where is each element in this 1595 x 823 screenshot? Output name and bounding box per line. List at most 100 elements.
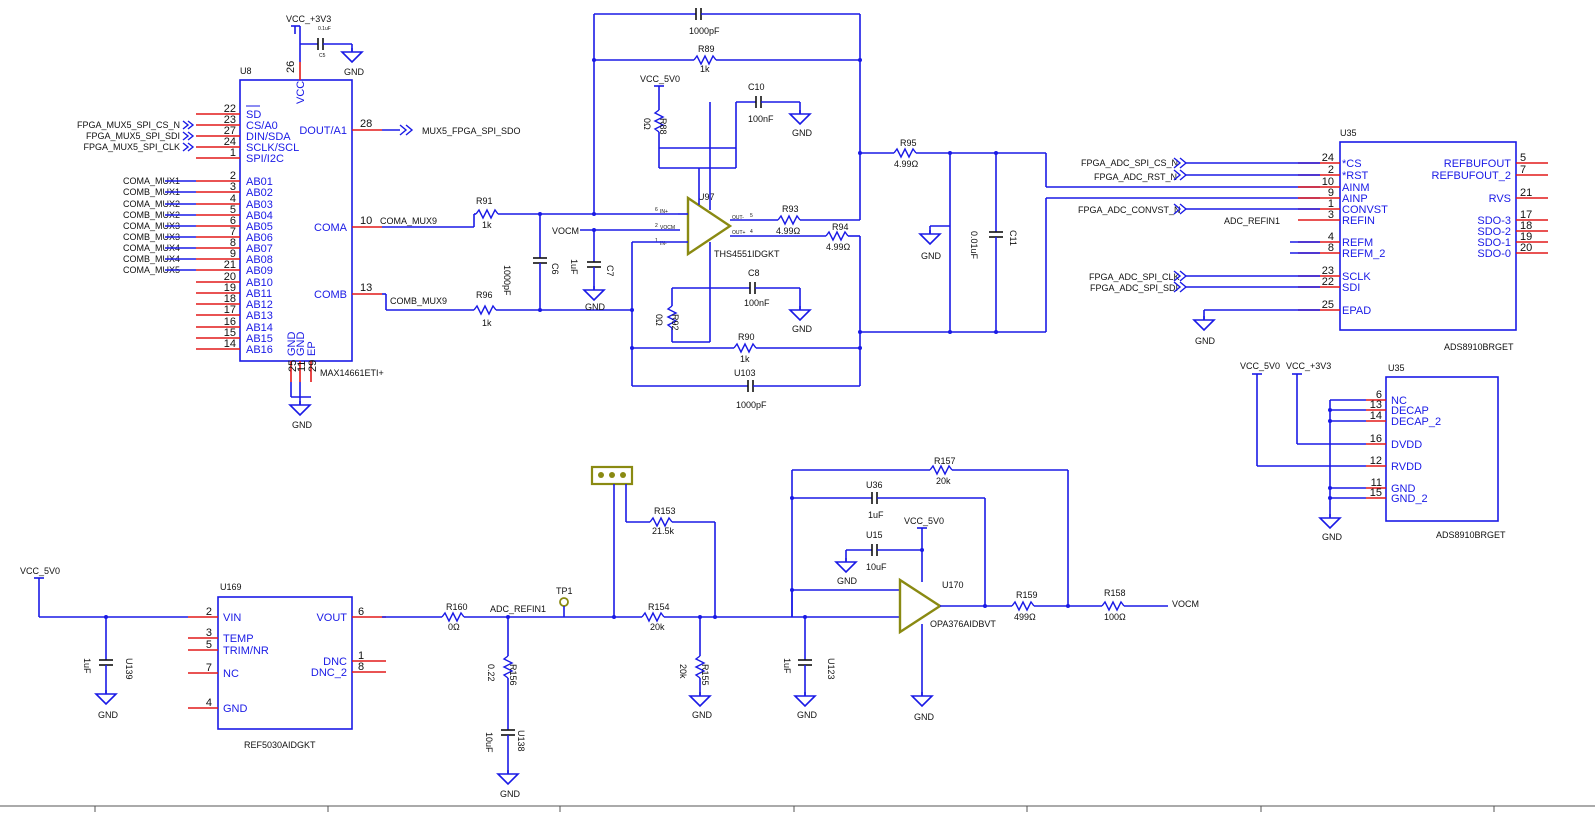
r88-ref: R88 — [658, 118, 668, 135]
adc-right-pin-label: REFBUFOUT_2 — [1432, 170, 1511, 182]
opa376-part: OPA376AIDBVT — [930, 619, 996, 629]
u36-ref: U36 — [866, 480, 883, 490]
ctop-value: 1000pF — [689, 26, 720, 36]
u15-value: 10uF — [866, 562, 887, 572]
u8-net-label: COMA_MUX3 — [123, 221, 180, 231]
u8-pin-num: 2 — [230, 170, 236, 182]
u8-net-label: COMA_MUX5 — [123, 265, 180, 275]
ths-pin-4: 4 — [750, 229, 753, 235]
adc-right-pin-num: 5 — [1520, 152, 1526, 164]
u103-ref: U103 — [734, 368, 756, 378]
u8-ref: U8 — [240, 66, 252, 76]
ths-pin-6: 6 — [655, 207, 658, 213]
r94-ref: R94 — [832, 222, 849, 232]
ths-in-p-label: IN+ — [660, 209, 668, 215]
adc-pwr-pin-num: 6 — [1376, 389, 1382, 401]
u8-bottom-label: GND — [295, 332, 307, 357]
ths4551-opamp — [686, 195, 733, 257]
r159-value: 499Ω — [1014, 612, 1036, 622]
ths-pin-1: 1 — [655, 238, 658, 244]
u8-net-label: COMA_MUX1 — [123, 176, 180, 186]
u170-ref: U170 — [942, 580, 964, 590]
c5-value: 0.1uF — [318, 26, 331, 32]
r96-ref: R96 — [476, 290, 493, 300]
r92-ref: R92 — [670, 314, 680, 331]
u8-pin-label: AB11 — [246, 288, 272, 300]
tp1-testpoint[interactable] — [559, 597, 569, 607]
ref-right-pin-num: 8 — [358, 661, 364, 673]
r91-value: 1k — [482, 220, 492, 230]
u8-pin-label: AB10 — [246, 277, 273, 289]
adc-pin-label: AINM — [1342, 182, 1370, 194]
adc-pin-num: 2 — [1328, 164, 1334, 176]
u8-pin-label: DIN/SDA — [246, 131, 291, 143]
u8-pin-num: 22 — [224, 103, 236, 115]
r156-value: 0.22 — [486, 664, 496, 682]
ref5030-body — [217, 596, 353, 730]
u8-pin-num: 23 — [224, 114, 236, 126]
u8-bottom-label: EP — [306, 341, 318, 356]
gnd-label-u15: GND — [837, 576, 858, 586]
adc-pwr-pin-num: 15 — [1370, 487, 1382, 499]
gnd-label-c5: GND — [344, 67, 365, 77]
adc-pin-label: REFM_2 — [1342, 248, 1385, 260]
r91-ref: R91 — [476, 196, 493, 206]
adc-pin-label: REFIN — [1342, 215, 1375, 227]
u8-net-label: COMB_MUX2 — [123, 210, 180, 220]
adc-pin-label: *RST — [1342, 170, 1369, 182]
u8-vcc-label: VCC — [295, 81, 307, 104]
c7-ref: C7 — [605, 265, 615, 277]
r154-ref: R154 — [648, 602, 670, 612]
adc-pwr-pin-label: GND — [1391, 483, 1416, 495]
c11-ref: C11 — [1008, 230, 1018, 246]
adc-part: ADS8910BRGET — [1444, 342, 1514, 352]
r89-ref: R89 — [698, 44, 715, 54]
gnd-label-opa: GND — [914, 712, 935, 722]
adc-net-sdi: FPGA_ADC_SPI_SDI — [1090, 283, 1178, 293]
adc-net-rst: FPGA_ADC_RST_N — [1094, 172, 1177, 182]
u8-pin-label: AB12 — [246, 299, 273, 311]
adc-pwr-pin-num: 12 — [1370, 455, 1382, 467]
adc-pin-label: CONVST — [1342, 204, 1388, 216]
adc-pwr-pin-label: DVDD — [1391, 439, 1422, 451]
gnd-label-adc: GND — [1195, 336, 1216, 346]
u123-value: 1uF — [782, 658, 792, 674]
adc-right-pin-label: SDO-1 — [1477, 237, 1511, 249]
u15-ref: U15 — [866, 530, 883, 540]
adc-pin-label: REFM — [1342, 237, 1373, 249]
adc-net-cs: FPGA_ADC_SPI_CS_N — [1081, 158, 1178, 168]
vcc-3v3-label: VCC_+3V3 — [286, 14, 331, 24]
u8-pin-label: AB04 — [246, 210, 273, 222]
u8-right-pin-label: DOUT/A1 — [299, 125, 347, 137]
u8-bottom-num: 11 — [296, 361, 308, 372]
u8-pin-num: 5 — [230, 204, 236, 216]
c10-ref: C10 — [748, 82, 765, 92]
u8-net-label: COMA_MUX2 — [123, 199, 180, 209]
u8-right-pin-num: 13 — [360, 282, 372, 294]
r155-value: 20k — [678, 664, 688, 679]
adc-pwr-pin-label: DECAP — [1391, 405, 1429, 417]
adc-pin-num: 1 — [1328, 198, 1334, 210]
c8-ref: C8 — [748, 268, 760, 278]
u8-pin-num: 19 — [224, 282, 236, 294]
r89-value: 1k — [700, 64, 710, 74]
u139-value: 1uF — [82, 658, 92, 674]
u8-pin-label: SD — [246, 109, 261, 121]
adc-pin-num: 3 — [1328, 209, 1334, 221]
u139-ref: U139 — [124, 658, 134, 680]
vcc-5v0-ths: VCC_5V0 — [640, 74, 680, 84]
r96-value: 1k — [482, 318, 492, 328]
u123-ref: U123 — [826, 658, 836, 680]
u8-pin-label: AB13 — [246, 310, 273, 322]
r154-value: 20k — [650, 622, 665, 632]
adc-pin-num: 4 — [1328, 231, 1334, 243]
r158-value: 100Ω — [1104, 612, 1126, 622]
adc-u35-body — [1339, 141, 1517, 331]
u8-pin-num: 15 — [224, 327, 236, 339]
u138-value: 10uF — [484, 732, 494, 753]
